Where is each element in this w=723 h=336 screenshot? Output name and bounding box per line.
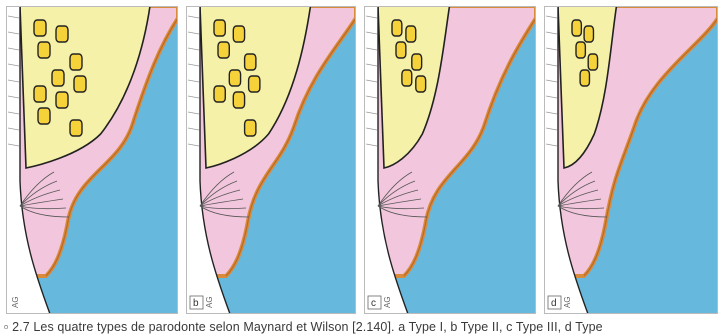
figure-caption: ▫ 2.7 Les quatre types de parodonte selo… <box>4 318 723 336</box>
marrow-space <box>233 26 244 42</box>
panel-d <box>544 6 718 314</box>
marrow-space <box>218 42 229 58</box>
marrow-space <box>52 70 64 86</box>
marrow-space <box>214 20 225 36</box>
marrow-space <box>38 42 50 58</box>
marrow-space <box>34 86 46 102</box>
marrow-space <box>416 76 426 92</box>
marrow-space <box>229 70 240 86</box>
marrow-space <box>56 26 68 42</box>
marrow-space <box>588 54 597 70</box>
marrow-space <box>56 92 68 108</box>
panel-b <box>186 6 356 314</box>
marrow-space <box>214 86 225 102</box>
marrow-space <box>580 70 589 86</box>
panel-letter-d: d <box>551 298 557 309</box>
marrow-space <box>249 76 260 92</box>
marrow-space <box>584 26 593 42</box>
artist-signature: AG <box>383 296 392 308</box>
marrow-space <box>70 120 82 136</box>
marrow-space <box>233 92 244 108</box>
marrow-space <box>402 70 412 86</box>
artist-signature: AG <box>205 296 214 308</box>
marrow-space <box>406 26 416 42</box>
marrow-space <box>245 120 256 136</box>
marrow-space <box>572 20 581 36</box>
panel-c <box>364 6 536 314</box>
marrow-space <box>74 76 86 92</box>
panel-letter-b: b <box>193 298 199 309</box>
marrow-space <box>412 54 422 70</box>
marrow-space <box>70 54 82 70</box>
marrow-space <box>576 42 585 58</box>
panel-a <box>6 6 178 314</box>
marrow-space <box>396 42 406 58</box>
marrow-space <box>392 20 402 36</box>
marrow-space <box>34 20 46 36</box>
marrow-space <box>245 54 256 70</box>
artist-signature: AG <box>11 296 20 308</box>
panel-letter-c: c <box>371 298 376 309</box>
artist-signature: AG <box>563 296 572 308</box>
marrow-space <box>38 108 50 124</box>
